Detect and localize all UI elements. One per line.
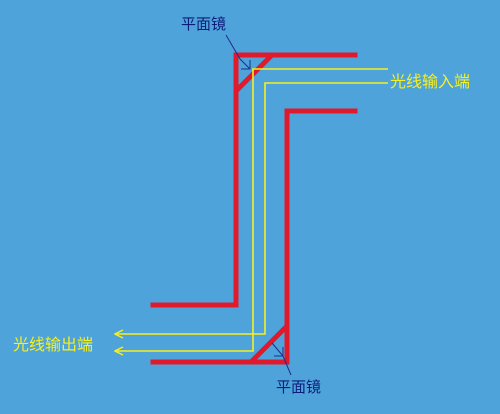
bottom-label-leader <box>282 355 292 376</box>
leader-lines <box>225 34 292 376</box>
light-rays <box>115 68 388 351</box>
mirror-label-top: 平面镜 <box>181 15 227 33</box>
top-label-leader <box>225 34 241 60</box>
input-port-label: 光线输入端 <box>390 72 471 91</box>
outer-wall <box>150 52 358 308</box>
light-ray-lower <box>115 82 388 334</box>
mirror-label-bottom: 平面镜 <box>276 378 322 396</box>
tube-walls <box>150 52 358 365</box>
inner-wall <box>150 108 358 365</box>
bottom-normal-marker <box>271 342 284 357</box>
top-normal-marker <box>239 58 251 70</box>
top-mirror <box>234 53 274 93</box>
bottom-mirror <box>249 324 289 364</box>
mirror-normal-markers <box>239 58 284 357</box>
output-port-label: 光线输出端 <box>13 335 94 354</box>
light-ray-upper <box>115 68 388 351</box>
